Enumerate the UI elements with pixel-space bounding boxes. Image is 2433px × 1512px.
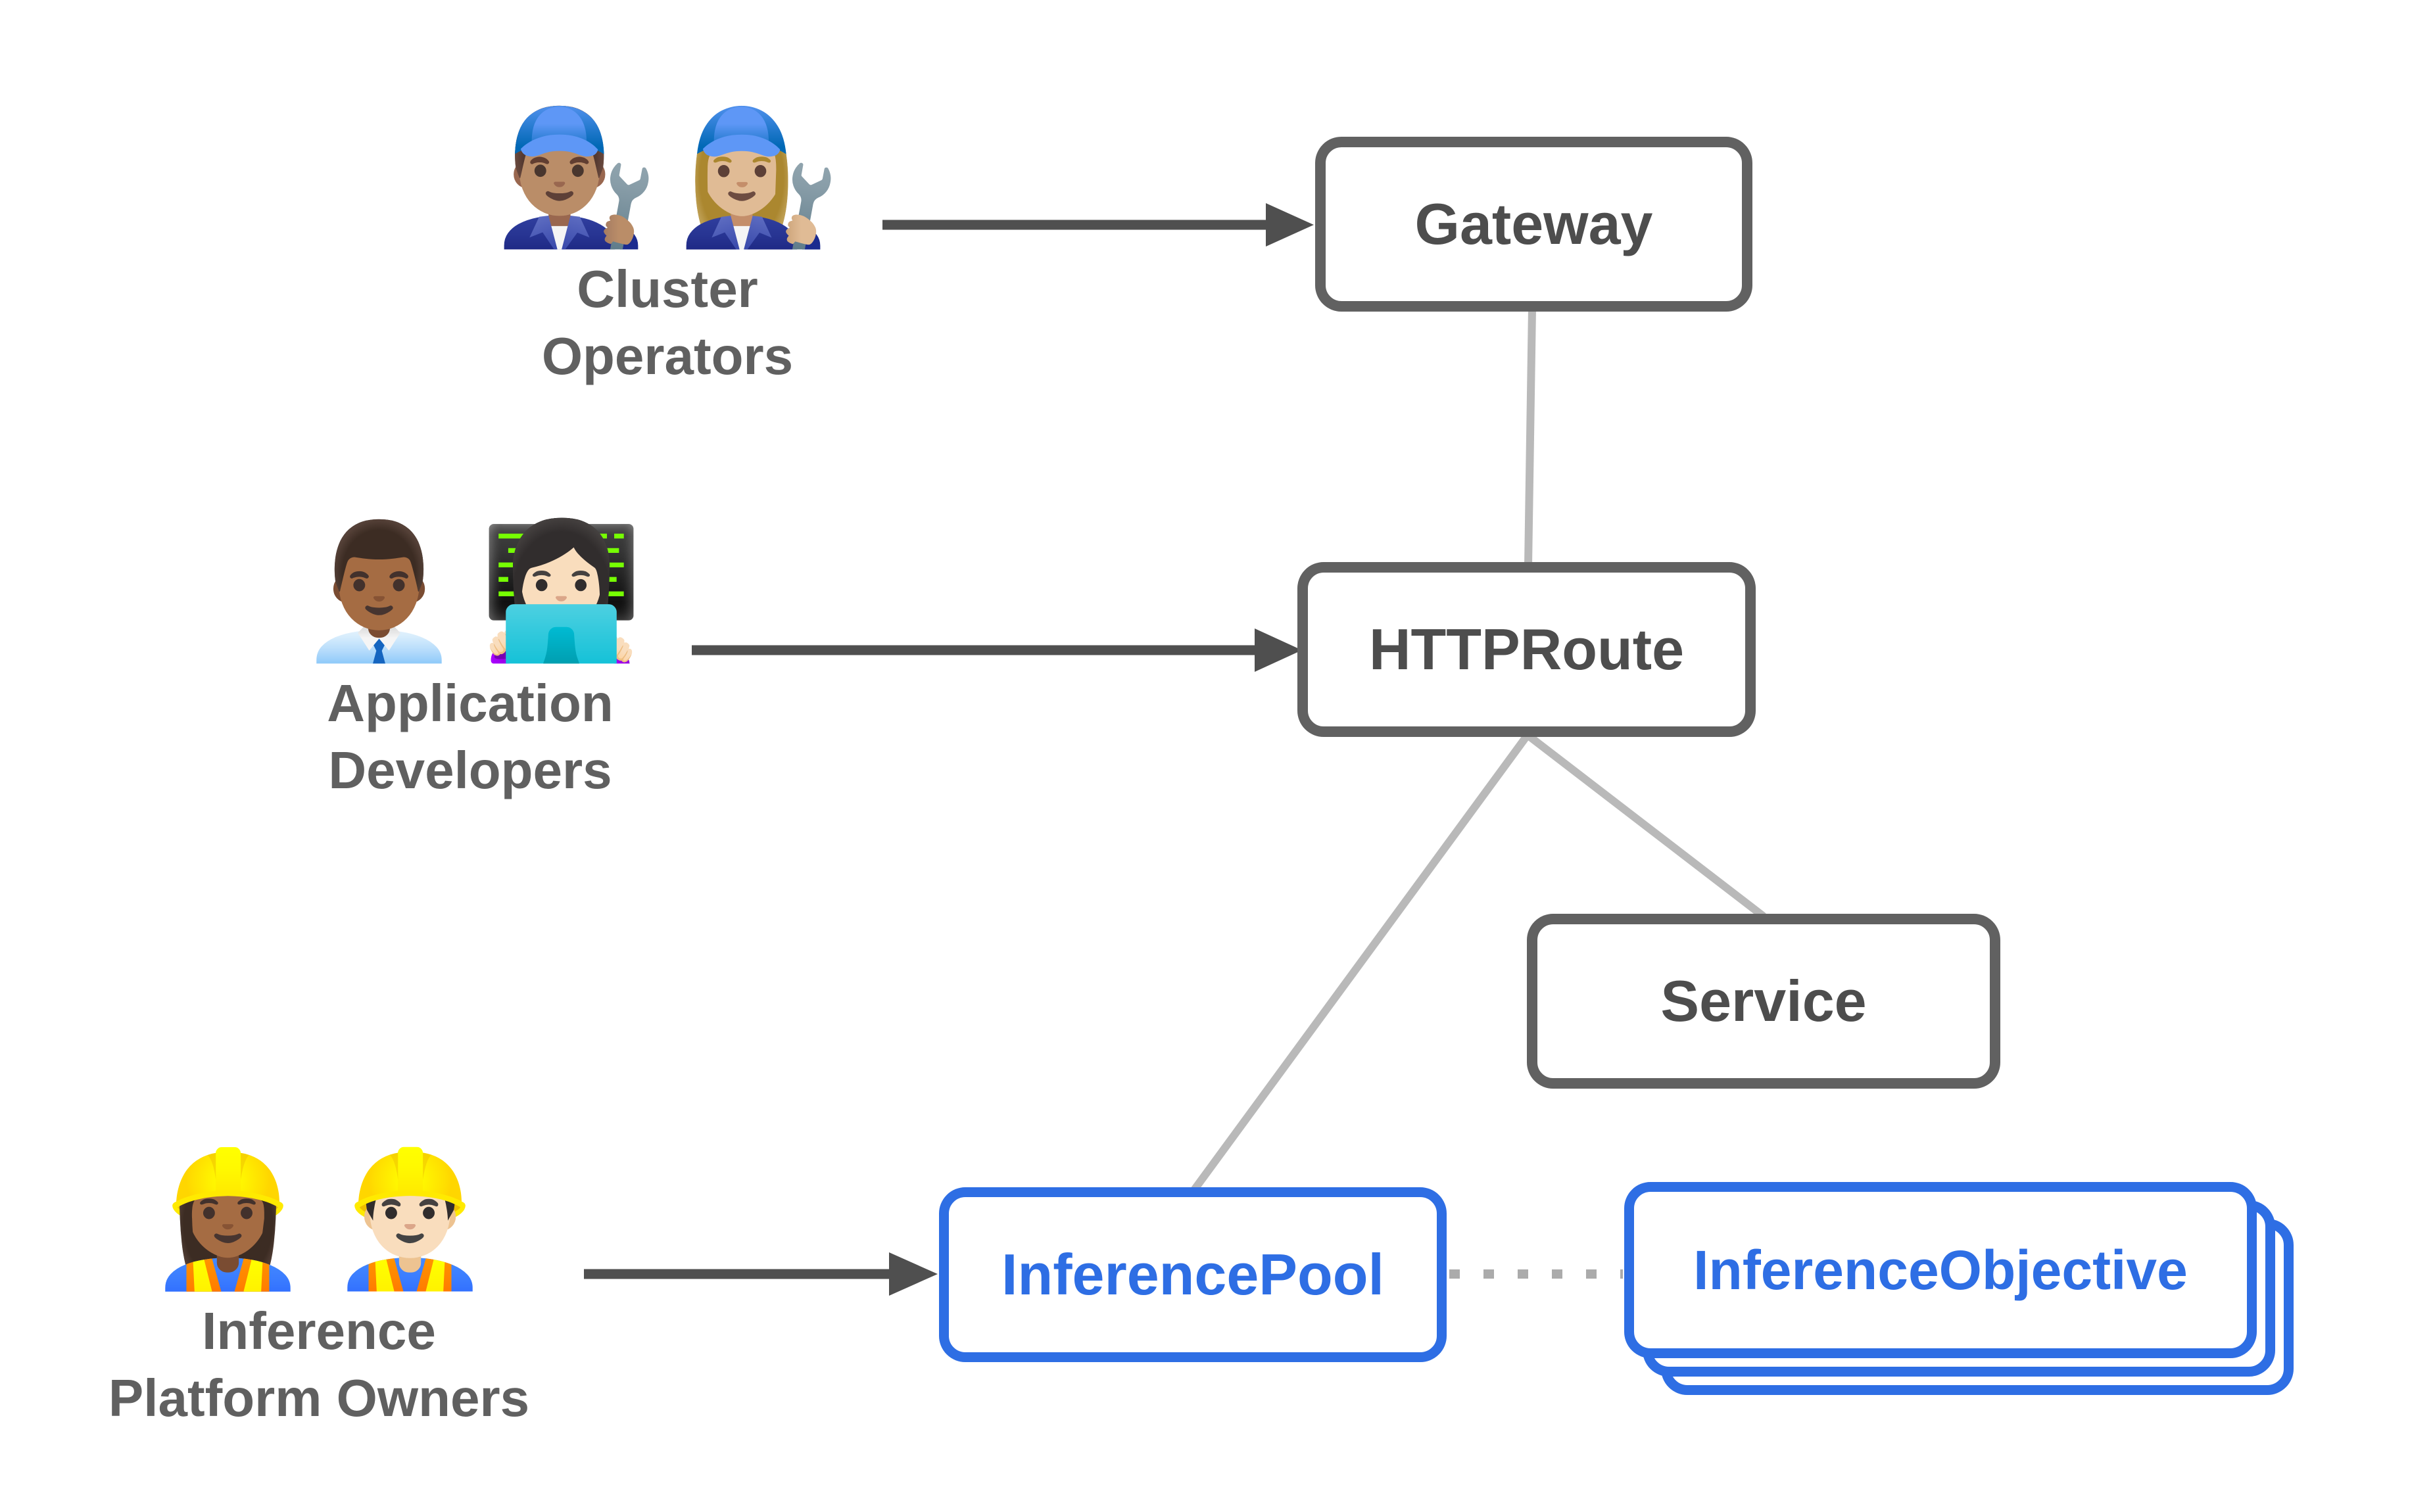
inference-pool-node: InferencePool	[939, 1187, 1447, 1362]
label-line: Cluster	[577, 260, 758, 318]
gateway-node: Gateway	[1315, 137, 1752, 312]
woman-mechanic-emoji: 👩🏼‍🔧	[677, 104, 841, 250]
inference-platform-owners-label: Inference Platform Owners	[72, 1298, 566, 1431]
application-developers-emojis: 👨🏾‍💼👩🏻‍💻	[224, 523, 717, 661]
inference-objective-label: InferenceObjective	[1693, 1239, 2188, 1301]
man-office-worker-emoji: 👨🏾‍💼	[297, 518, 461, 665]
arrowhead-icon	[1266, 203, 1314, 247]
application-developers-label: Application Developers	[224, 670, 717, 803]
gateway-httproute-connector	[1524, 308, 1536, 566]
cluster-operators-emojis: 👨🏽‍🔧👩🏼‍🔧	[421, 108, 914, 247]
inference-platform-owners-emojis: 👷🏾‍♀️👷🏻‍♂️	[72, 1150, 566, 1288]
cluster-operators-arrow	[882, 203, 1314, 247]
label-line: Application	[327, 674, 614, 732]
label-line: Developers	[328, 740, 612, 799]
label-line: Inference	[202, 1302, 436, 1360]
httproute-service-connector	[1525, 732, 1766, 920]
label-line: Operators	[541, 326, 794, 385]
gateway-label: Gateway	[1414, 191, 1653, 256]
service-label: Service	[1660, 968, 1867, 1033]
arrowhead-icon	[889, 1252, 938, 1296]
woman-technologist-emoji: 👩🏻‍💻	[479, 518, 644, 665]
woman-construction-worker-emoji: 👷🏾‍♀️	[145, 1146, 310, 1292]
man-construction-worker-emoji: 👷🏻‍♂️	[328, 1146, 493, 1292]
inference-platform-owners-arrow	[584, 1252, 938, 1296]
service-node: Service	[1527, 914, 2000, 1089]
httproute-node: HTTPRoute	[1297, 562, 1756, 737]
cluster-operators-label: Cluster Operators	[421, 256, 914, 389]
inference-objective-node: InferenceObjective	[1624, 1182, 2257, 1358]
httproute-inferencepool-connector	[1191, 732, 1531, 1193]
arrowhead-icon	[1255, 628, 1302, 672]
application-developers-arrow	[692, 628, 1302, 672]
inference-platform-owners-actor: 👷🏾‍♀️👷🏻‍♂️ Inference Platform Owners	[72, 1150, 566, 1431]
application-developers-actor: 👨🏾‍💼👩🏻‍💻 Application Developers	[224, 523, 717, 803]
cluster-operators-actor: 👨🏽‍🔧👩🏼‍🔧 Cluster Operators	[421, 108, 914, 389]
label-line: Platform Owners	[108, 1368, 530, 1427]
httproute-label: HTTPRoute	[1368, 617, 1685, 682]
inference-pool-label: InferencePool	[1001, 1242, 1384, 1307]
man-mechanic-emoji: 👨🏽‍🔧	[494, 104, 658, 250]
